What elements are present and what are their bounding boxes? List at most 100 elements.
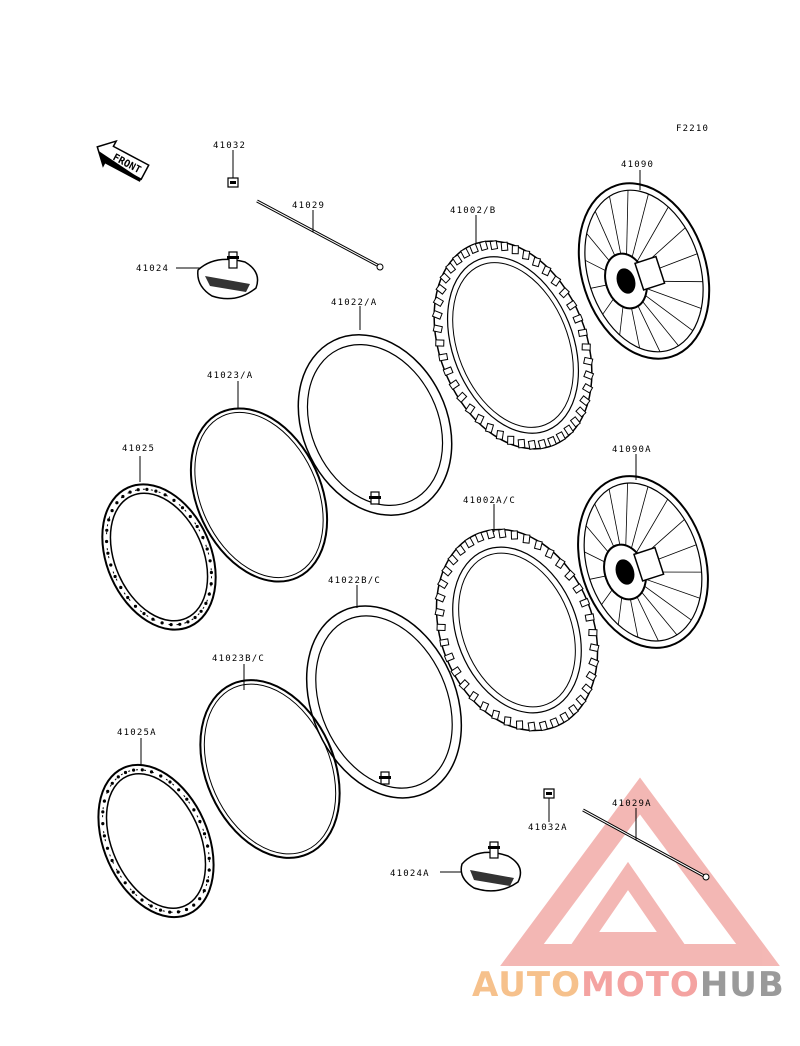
tread-lug bbox=[559, 711, 570, 723]
tread-lug bbox=[450, 666, 462, 677]
tread-lug bbox=[435, 283, 447, 295]
watermark-text-moto: MOTO bbox=[580, 965, 700, 1005]
tread-lug bbox=[515, 720, 524, 730]
watermark-text: AUTOMOTOHUB bbox=[472, 965, 785, 1005]
tread-lug bbox=[521, 250, 531, 260]
tread-lug bbox=[439, 272, 451, 284]
tread-lug bbox=[469, 243, 479, 255]
tread-lug bbox=[479, 240, 489, 252]
rim-hole bbox=[180, 506, 185, 510]
rod-41029A bbox=[582, 808, 710, 881]
tread-lug bbox=[491, 709, 501, 721]
rim-lock-41024 bbox=[176, 251, 259, 300]
rim-hole bbox=[177, 788, 181, 792]
tread-lug bbox=[451, 254, 463, 266]
rim-hole bbox=[185, 797, 189, 801]
tread-lug bbox=[431, 309, 443, 320]
tread-lug bbox=[437, 578, 449, 590]
rim-hole bbox=[199, 609, 203, 613]
rim-hole bbox=[116, 775, 120, 779]
tread-lug bbox=[486, 528, 496, 540]
label-41090: 41090 bbox=[621, 160, 654, 170]
rim-hole bbox=[178, 622, 182, 626]
tread-lug bbox=[498, 528, 507, 539]
rim-hole bbox=[159, 774, 163, 778]
nut-41032A bbox=[543, 788, 555, 822]
rim-hole bbox=[109, 563, 113, 567]
tread-lug bbox=[507, 435, 515, 445]
tread-lug bbox=[579, 597, 591, 608]
tread-lug bbox=[441, 565, 453, 577]
rim-hole bbox=[160, 621, 164, 625]
tread-lug bbox=[581, 383, 594, 394]
tread-lug bbox=[581, 683, 593, 695]
label-41002AC: 41002A/C bbox=[463, 496, 516, 506]
tread-lug bbox=[588, 628, 598, 637]
rim-hole bbox=[207, 868, 211, 872]
tread-lug bbox=[435, 339, 445, 347]
label-41024A: 41024A bbox=[390, 869, 430, 879]
tread-lug bbox=[584, 613, 595, 622]
tread-lug bbox=[503, 716, 512, 726]
rim-hole bbox=[133, 604, 138, 608]
tread-lug bbox=[579, 395, 591, 407]
rim-41025A bbox=[97, 738, 215, 919]
tread-lug bbox=[585, 670, 597, 682]
tread-lug bbox=[572, 313, 584, 324]
tread-lug bbox=[522, 534, 531, 544]
tread-lug bbox=[434, 607, 445, 617]
tread-lug bbox=[511, 245, 519, 255]
rim-hole bbox=[169, 623, 173, 627]
rim-hole bbox=[107, 518, 111, 522]
rim-hole bbox=[105, 528, 109, 532]
rim-hole bbox=[140, 768, 144, 772]
rim-hole bbox=[132, 768, 136, 772]
rim-hole bbox=[149, 770, 154, 774]
tread-lug bbox=[527, 439, 537, 450]
rim-hole bbox=[126, 595, 130, 600]
rim-hole bbox=[123, 770, 128, 775]
tread-lug bbox=[589, 643, 600, 653]
rim-hole bbox=[206, 879, 210, 883]
tread-lug bbox=[432, 324, 443, 334]
tread-lug bbox=[547, 435, 557, 447]
tread-lug bbox=[554, 557, 566, 570]
rim-hole bbox=[186, 620, 190, 624]
tread-lug bbox=[456, 391, 468, 403]
label-41023BC: 41023B/C bbox=[212, 654, 265, 664]
rim-hole bbox=[105, 539, 109, 544]
rim-hole bbox=[119, 585, 123, 590]
rim-hole bbox=[102, 834, 106, 838]
rim-hole bbox=[207, 592, 211, 596]
tread-lug bbox=[479, 701, 490, 713]
tread-lug bbox=[500, 241, 509, 252]
rim-hole bbox=[163, 493, 167, 497]
wheel-41090 bbox=[577, 170, 711, 360]
tread-lug bbox=[563, 424, 575, 436]
rim-hole bbox=[121, 494, 125, 499]
rim-hole bbox=[149, 904, 153, 908]
tread-lug bbox=[464, 537, 475, 549]
tread-lug bbox=[541, 265, 552, 277]
tread-lug bbox=[566, 299, 578, 311]
label-41090A: 41090A bbox=[612, 445, 652, 455]
tread-lug bbox=[588, 657, 600, 668]
tread-lug bbox=[555, 431, 566, 443]
tread-lug bbox=[434, 592, 446, 603]
watermark-text-hub: HUB bbox=[699, 965, 785, 1005]
tread-lug bbox=[577, 328, 588, 338]
rim-hole bbox=[198, 897, 202, 901]
tread-lug bbox=[474, 413, 485, 425]
tread-lug bbox=[455, 544, 466, 556]
rim-hole bbox=[136, 488, 140, 492]
tread-lug bbox=[583, 370, 595, 381]
tread-lug bbox=[432, 296, 445, 307]
rim-hole bbox=[209, 582, 213, 586]
rim-hole bbox=[106, 789, 110, 794]
rim-hole bbox=[188, 514, 192, 519]
rim-hole bbox=[206, 844, 210, 848]
rim-hole bbox=[195, 524, 199, 529]
tire-41002AC bbox=[434, 504, 600, 732]
tread-lug bbox=[575, 694, 587, 706]
rim-hole bbox=[116, 870, 120, 874]
